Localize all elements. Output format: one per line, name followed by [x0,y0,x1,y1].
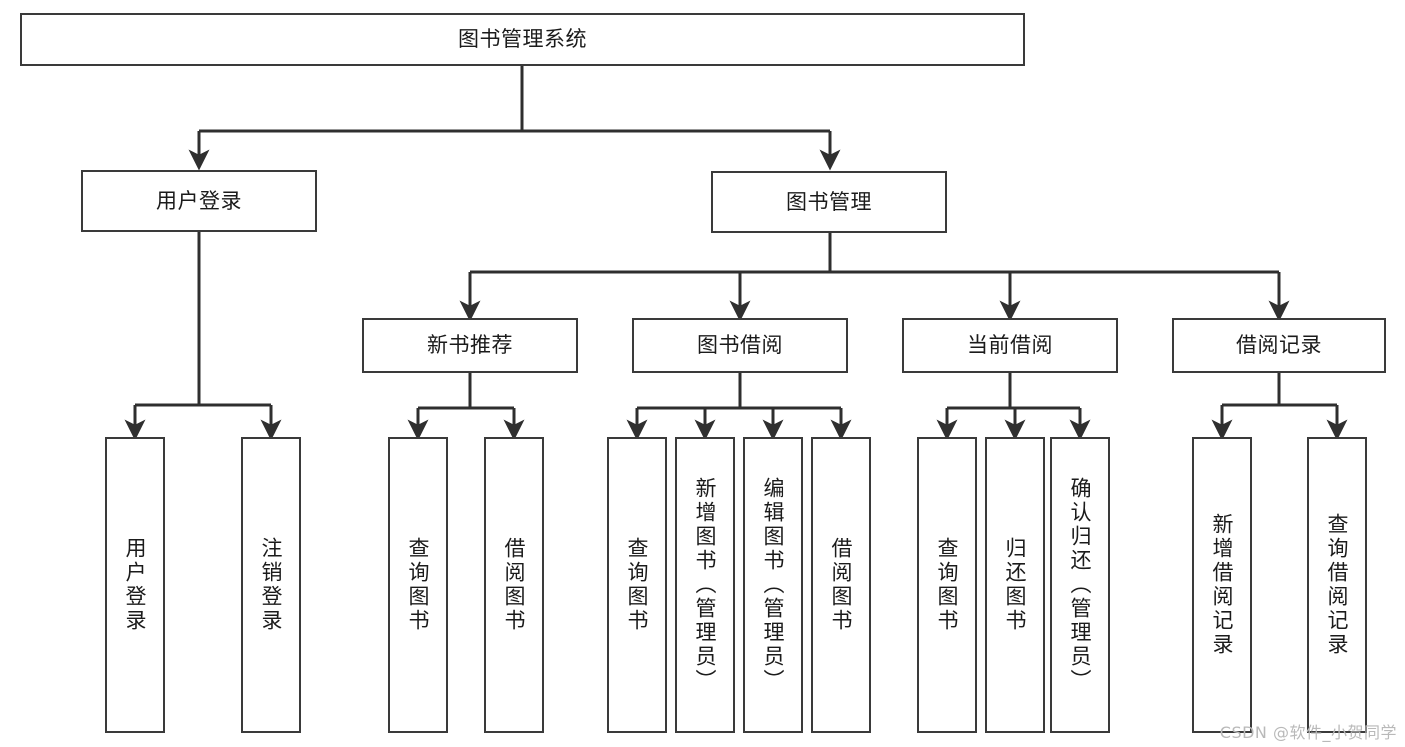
leaf-record-add-record[interactable]: 新增借阅记录 [1192,437,1252,733]
node-root-label: 图书管理系统 [458,27,587,52]
node-book-borrow[interactable]: 图书借阅 [632,318,848,373]
node-borrow-record[interactable]: 借阅记录 [1172,318,1386,373]
leaf-recommend-query-book-label: 查询图书 [406,537,431,633]
node-new-book-recommend[interactable]: 新书推荐 [362,318,578,373]
node-current-borrow-label: 当前借阅 [967,333,1053,358]
node-borrow-record-label: 借阅记录 [1236,333,1322,358]
leaf-borrow-add-book[interactable]: 新增图书（管理员） [675,437,735,733]
leaf-current-query-book-label: 查询图书 [935,537,960,633]
leaf-borrow-edit-book-label: 编辑图书（管理员） [761,477,786,693]
node-user-login-label: 用户登录 [156,188,242,213]
node-current-borrow[interactable]: 当前借阅 [902,318,1118,373]
leaf-user-login-login[interactable]: 用户登录 [105,437,165,733]
node-book-borrow-label: 图书借阅 [697,333,783,358]
watermark-text: CSDN @软件_小贺同学 [1219,723,1397,742]
leaf-recommend-query-book[interactable]: 查询图书 [388,437,448,733]
leaf-borrow-query-book-label: 查询图书 [625,537,650,633]
leaf-record-query-record[interactable]: 查询借阅记录 [1307,437,1367,733]
leaf-user-login-login-label: 用户登录 [123,537,148,633]
leaf-borrow-query-book[interactable]: 查询图书 [607,437,667,733]
node-root[interactable]: 图书管理系统 [20,13,1025,66]
leaf-recommend-borrow-book-label: 借阅图书 [502,537,527,633]
leaf-borrow-edit-book[interactable]: 编辑图书（管理员） [743,437,803,733]
leaf-current-return-book[interactable]: 归还图书 [985,437,1045,733]
leaf-user-login-logout-label: 注销登录 [259,537,284,633]
node-book-management-label: 图书管理 [786,189,872,214]
node-new-book-recommend-label: 新书推荐 [427,333,513,358]
leaf-current-query-book[interactable]: 查询图书 [917,437,977,733]
leaf-borrow-add-book-label: 新增图书（管理员） [693,477,718,693]
leaf-recommend-borrow-book[interactable]: 借阅图书 [484,437,544,733]
leaf-current-return-book-label: 归还图书 [1003,537,1028,633]
node-book-management[interactable]: 图书管理 [711,171,947,233]
leaf-borrow-borrow-book-label: 借阅图书 [829,537,854,633]
leaf-current-confirm-return-label: 确认归还（管理员） [1068,477,1093,693]
leaf-user-login-logout[interactable]: 注销登录 [241,437,301,733]
leaf-record-add-record-label: 新增借阅记录 [1210,513,1235,657]
leaf-record-query-record-label: 查询借阅记录 [1325,513,1350,657]
leaf-current-confirm-return[interactable]: 确认归还（管理员） [1050,437,1110,733]
leaf-borrow-borrow-book[interactable]: 借阅图书 [811,437,871,733]
node-user-login[interactable]: 用户登录 [81,170,317,232]
